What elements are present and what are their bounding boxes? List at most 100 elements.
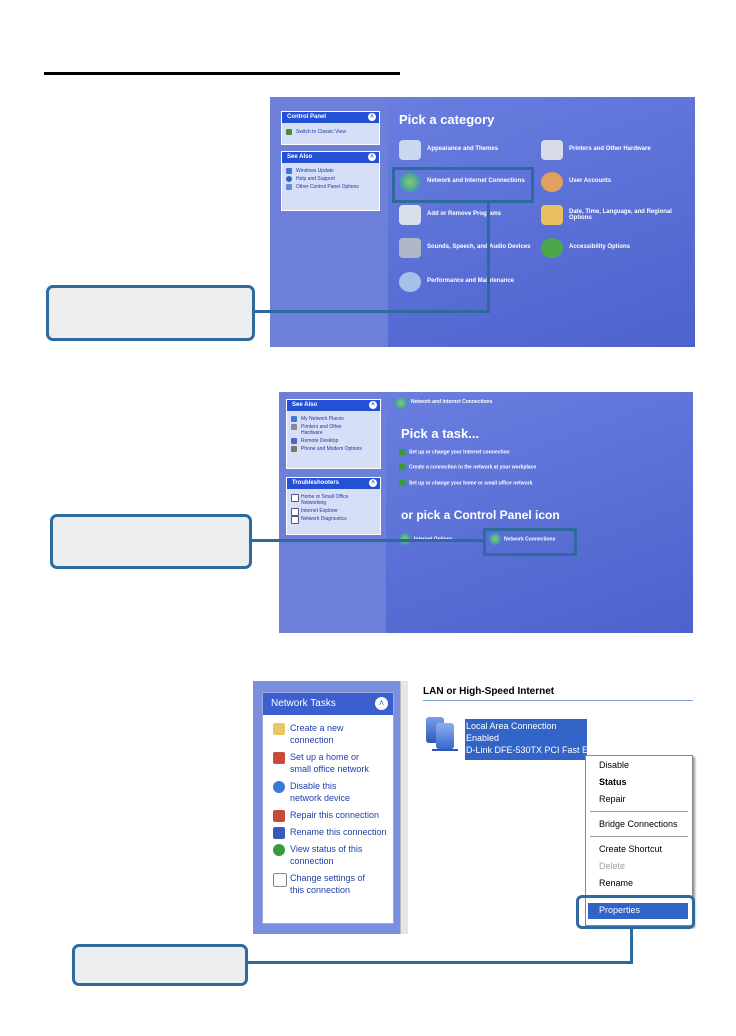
menu-separator <box>590 836 688 837</box>
see-also-title: See Also <box>287 154 313 160</box>
task-label: Set up or change your Internet connectio… <box>409 449 510 456</box>
menu-rename[interactable]: Rename <box>599 878 634 888</box>
category-label: Add or Remove Programs <box>427 211 502 217</box>
category-label: Accessibility Options <box>569 244 631 250</box>
troubleshooter-label: Internet Explorer <box>301 508 338 514</box>
top-rule <box>44 72 400 75</box>
see-also-box: See Also ˄ Windows Update Help and Suppo… <box>281 151 380 211</box>
task-link[interactable]: Create a connection to the network at yo… <box>399 464 536 470</box>
see-also-item-other[interactable]: Other Control Panel Options <box>282 183 370 191</box>
explorer-scrollbar[interactable] <box>400 681 408 934</box>
network-title-bar: Network and Internet Connections <box>411 399 493 405</box>
see-also-item-windows-update[interactable]: Windows Update <box>282 167 379 175</box>
collapse-icon[interactable]: ˄ <box>368 153 376 161</box>
troubleshooter-label: Home or Small Office Networking <box>301 494 349 506</box>
task-label: Rename this connection <box>290 827 387 837</box>
lan-connection-selected[interactable]: Local Area Connection Enabled D-Link DFE… <box>465 719 587 760</box>
task-link[interactable]: Set up or change your Internet connectio… <box>399 449 510 455</box>
switch-view-label: Switch to Classic View <box>296 129 346 135</box>
callout-box <box>50 514 252 569</box>
home-network-icon <box>273 752 285 764</box>
accessibility-icon <box>541 238 563 258</box>
see-also-item-help[interactable]: Help and Support <box>282 175 379 183</box>
rename-icon <box>273 827 285 839</box>
troubleshooter-item[interactable]: Internet Explorer <box>287 507 380 516</box>
connector-line <box>243 961 633 964</box>
network-title-icon <box>394 397 408 409</box>
users-icon <box>541 172 563 192</box>
arrow-icon <box>399 464 406 470</box>
see-also-item[interactable]: Remote Desktop <box>287 437 380 445</box>
task-label: Create a new connection <box>290 723 344 745</box>
see-also-item[interactable]: My Network Places <box>287 415 380 423</box>
task-link[interactable]: Set up or change your home or small offi… <box>399 480 532 486</box>
callout-box <box>46 285 255 341</box>
connector-line <box>487 200 490 312</box>
pick-icon-heading: or pick a Control Panel icon <box>401 508 560 522</box>
see-also-header: See Also ˄ <box>287 400 380 411</box>
task-create-connection[interactable]: Create a new connection <box>263 722 360 746</box>
menu-properties[interactable]: Properties <box>588 903 688 919</box>
task-label: View status of this connection <box>290 844 363 866</box>
task-disable-device[interactable]: Disable this network device <box>263 780 370 804</box>
troubleshooter-item[interactable]: Home or Small Office Networking <box>287 493 367 507</box>
control-panel-title: Control Panel <box>287 114 327 120</box>
connector-line <box>630 926 633 964</box>
see-also-box: See Also ˄ My Network Places Printers an… <box>286 399 381 469</box>
category-label: Date, Time, Language, and Regional Optio… <box>569 209 672 221</box>
highlight-network-connections <box>483 528 577 556</box>
wrench-icon <box>273 810 285 822</box>
network-tasks-box: Network Tasks ˄ Create a new connection … <box>262 692 394 924</box>
speaker-icon <box>399 238 421 258</box>
see-also-label: Printers and Other Hardware <box>301 424 342 436</box>
see-also-item[interactable]: Phone and Modem Options <box>287 445 380 453</box>
globe-network-icon <box>399 172 421 192</box>
task-repair-connection[interactable]: Repair this connection <box>263 809 393 822</box>
see-also-item[interactable]: Printers and Other Hardware <box>287 423 365 437</box>
troubleshooters-box: Troubleshooters ˄ Home or Small Office N… <box>286 477 381 535</box>
menu-repair[interactable]: Repair <box>599 794 626 804</box>
task-label: Disable this network device <box>290 781 351 803</box>
pick-category-heading: Pick a category <box>399 112 495 127</box>
task-label: Repair this connection <box>290 810 380 820</box>
switch-view-icon <box>286 129 292 135</box>
lan-connection-icon[interactable] <box>424 715 462 757</box>
switch-classic-view-link[interactable]: Switch to Classic View <box>282 128 379 136</box>
menu-properties-label: Properties <box>599 905 641 915</box>
see-also-label: Phone and Modem Options <box>301 446 362 452</box>
menu-status[interactable]: Status <box>599 777 627 787</box>
help-doc-icon <box>291 494 299 502</box>
menu-delete[interactable]: Delete <box>599 861 626 871</box>
appearance-icon <box>399 140 421 160</box>
calendar-globe-icon <box>541 205 563 225</box>
menu-disable[interactable]: Disable <box>599 760 630 770</box>
group-title: LAN or High-Speed Internet <box>423 686 555 697</box>
arrow-icon <box>399 480 406 486</box>
connector-line <box>252 310 490 313</box>
troubleshooter-item[interactable]: Network Diagnostics <box>287 515 380 524</box>
network-tasks-header: Network Tasks ˄ <box>263 693 393 715</box>
cable-icon <box>432 749 458 751</box>
collapse-icon[interactable]: ˄ <box>369 479 377 487</box>
see-also-label: Help and Support <box>296 176 335 182</box>
network-connections-item[interactable]: Network Connections <box>489 533 555 545</box>
collapse-icon[interactable]: ˄ <box>369 401 377 409</box>
network-connections-icon <box>489 533 501 545</box>
collapse-icon[interactable]: ˄ <box>368 113 376 121</box>
category-label: Network and Internet Connections <box>427 178 525 184</box>
network-tasks-title: Network Tasks <box>271 698 336 709</box>
menu-create-shortcut[interactable]: Create Shortcut <box>599 844 663 854</box>
menu-bridge-connections[interactable]: Bridge Connections <box>599 819 678 829</box>
see-also-header: See Also ˄ <box>282 152 379 163</box>
collapse-icon[interactable]: ˄ <box>375 697 388 710</box>
task-setup-home-network[interactable]: Set up a home or small office network <box>263 751 378 775</box>
troubleshooters-header: Troubleshooters ˄ <box>287 478 380 489</box>
control-panel-icon <box>286 184 292 190</box>
troubleshooter-label: Network Diagnostics <box>301 516 347 522</box>
task-rename-connection[interactable]: Rename this connection <box>263 826 393 839</box>
pick-task-heading: Pick a task... <box>401 426 480 441</box>
task-view-status[interactable]: View status of this connection <box>263 843 370 867</box>
task-change-settings[interactable]: Change settings of this connection <box>263 872 378 896</box>
connection-status: Enabled <box>466 733 500 743</box>
connection-name: Local Area Connection <box>466 721 557 731</box>
